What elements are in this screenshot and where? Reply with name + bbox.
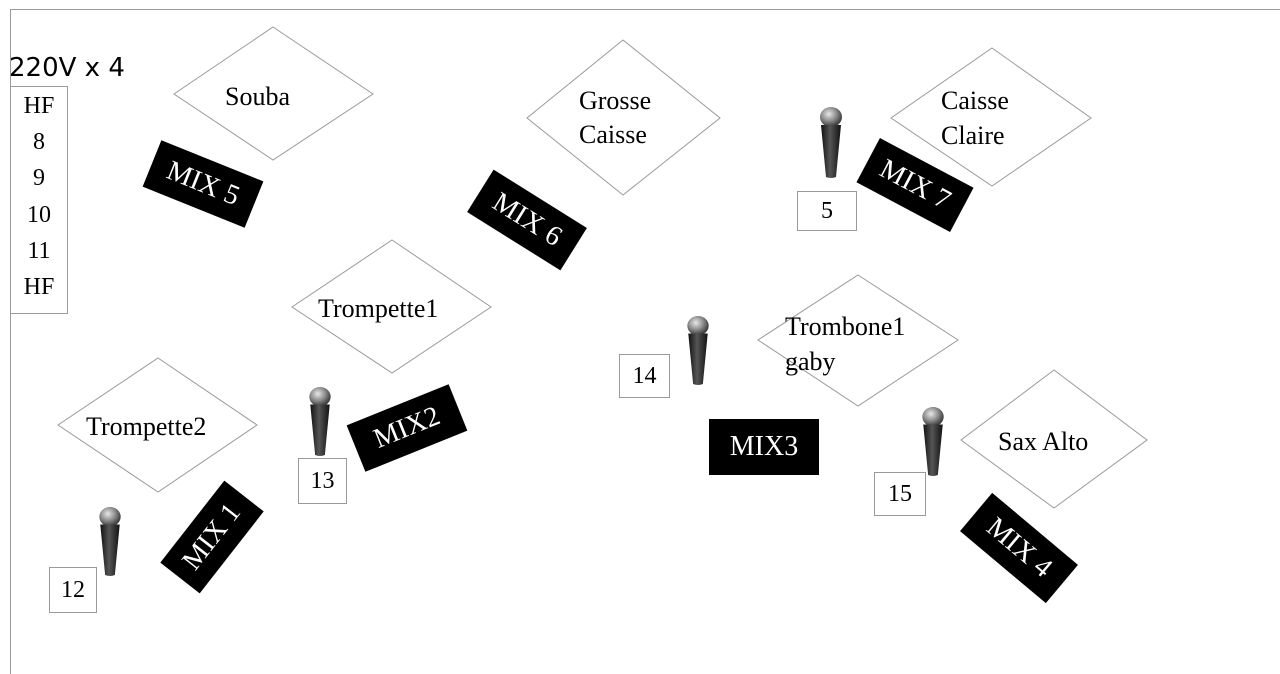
mic-channel-12: 12 (49, 567, 97, 613)
instrument-label-trompette2: Trompette2 (86, 412, 207, 441)
channel-list-box (10, 86, 68, 314)
microphone-icon (922, 407, 944, 477)
instrument-label-souba: Souba (225, 82, 290, 111)
instrument-label-sax-alto: Sax Alto (998, 427, 1089, 456)
mic-channel-13: 13 (298, 458, 347, 504)
channel-list-item: 8 (33, 129, 45, 155)
channel-list-item: 11 (27, 238, 51, 264)
stage-outline (10, 9, 1280, 674)
instrument-label-trompette1: Trompette1 (318, 294, 439, 323)
instrument-label-caisse-claire: Caisse (941, 86, 1009, 115)
channel-list-item: HF (23, 274, 55, 300)
channel-list-item: 10 (27, 202, 51, 228)
microphone-icon (99, 507, 121, 577)
instrument-label-trombone1: Trombone1 (785, 312, 906, 341)
mic-channel-14: 14 (619, 354, 670, 398)
mic-channel-15: 15 (874, 472, 926, 516)
power-label: 220V x 4 (9, 53, 125, 83)
microphone-icon (687, 316, 709, 386)
mic-channel-5: 5 (797, 191, 857, 231)
monitor-mix3: MIX3 (709, 419, 819, 475)
microphone-icon (820, 107, 842, 178)
channel-list-item: HF (23, 93, 55, 119)
channel-list-item: 9 (33, 165, 45, 191)
instrument-label-grosse-caisse: Grosse (579, 86, 652, 115)
instrument-label-grosse-caisse: Caisse (579, 120, 647, 149)
microphone-icon (309, 387, 331, 457)
instrument-label-caisse-claire: Claire (941, 121, 1005, 150)
instrument-label-trombone1-player: gaby (785, 347, 836, 376)
